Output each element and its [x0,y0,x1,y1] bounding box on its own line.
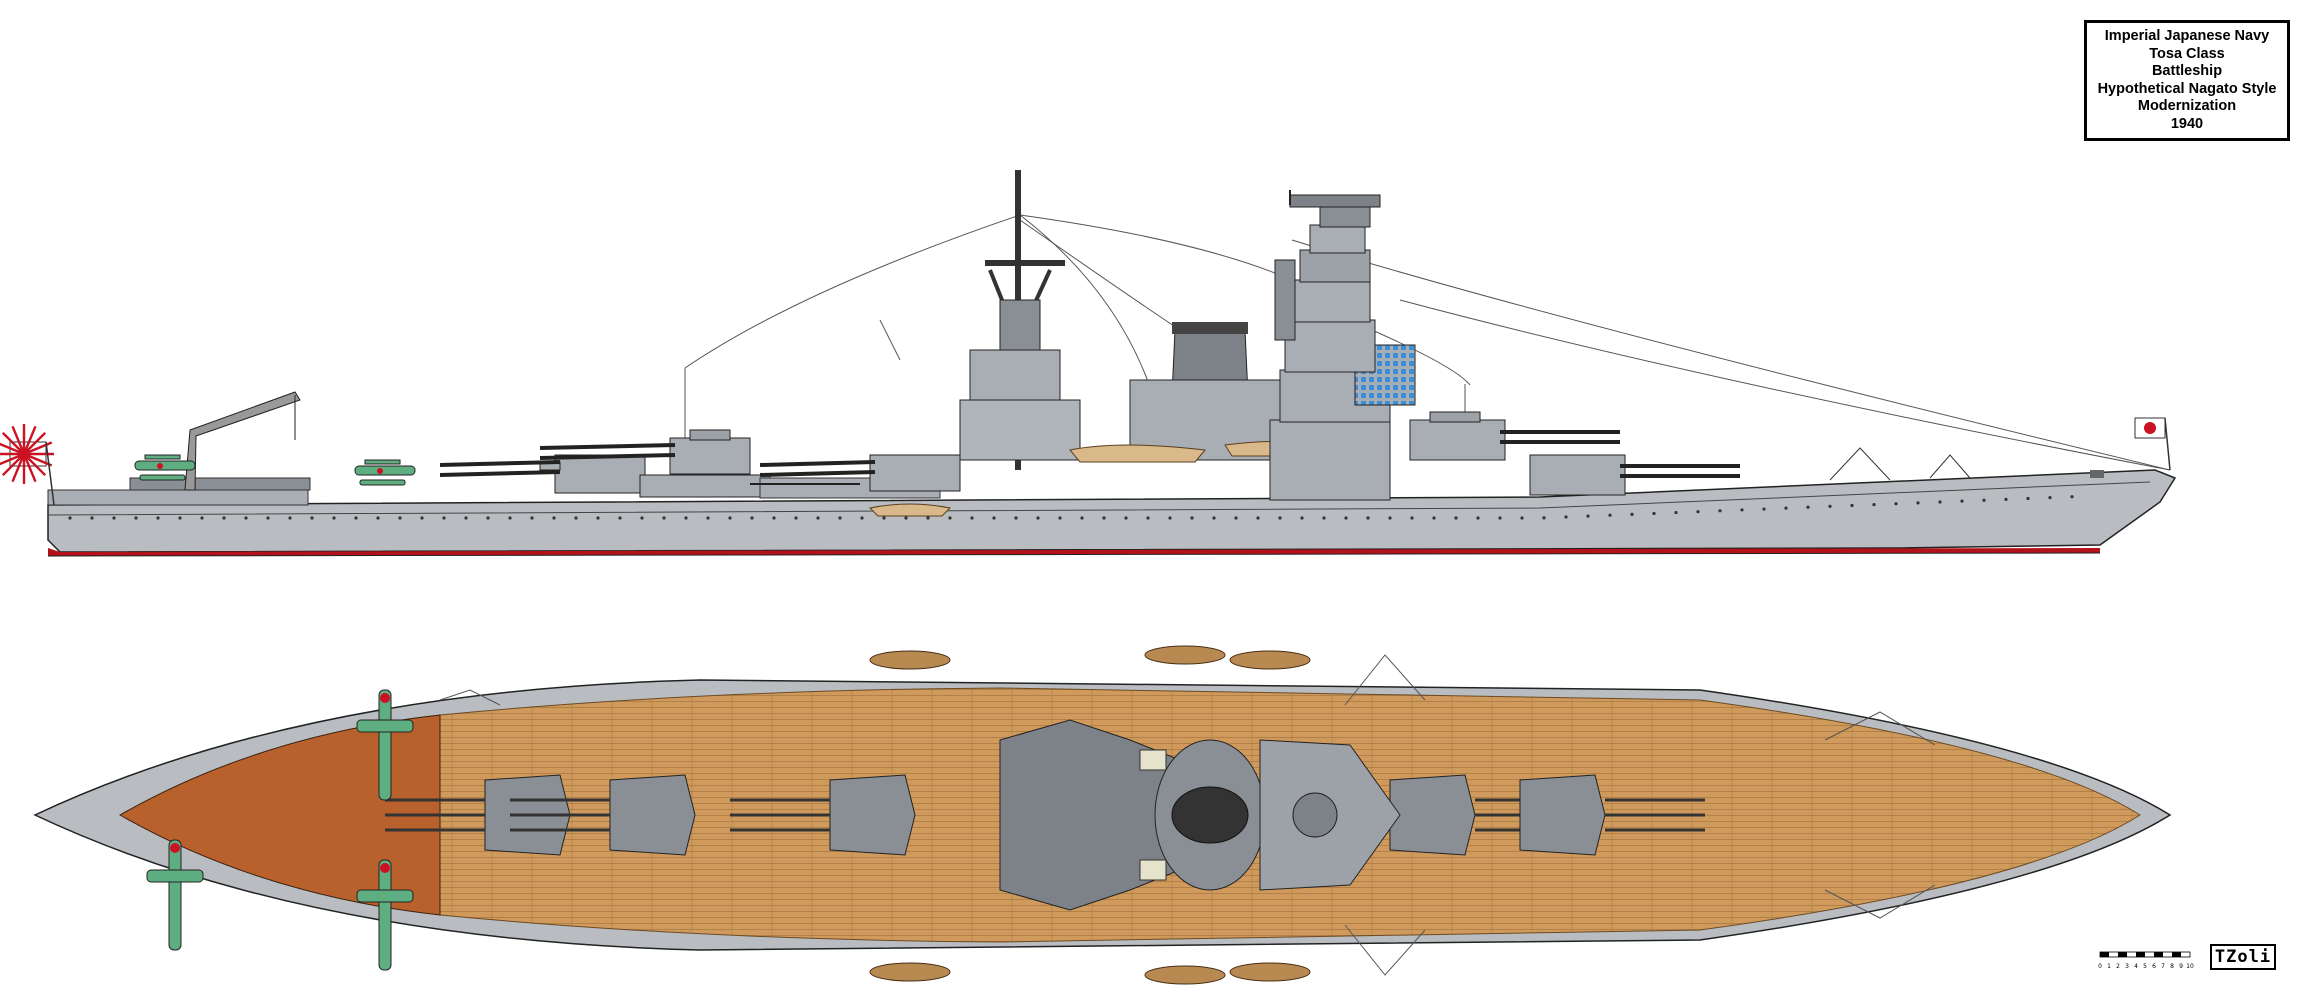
aircraft-crane [184,391,301,491]
plan-boats [869,645,1311,985]
gun-turret-icon [759,454,961,492]
title-line: 1940 [2170,115,2204,132]
gun-turret-icon [1519,774,1705,856]
scale-tick-label: 1 [2107,963,2111,970]
scale-tick-label: 8 [2170,963,2174,970]
title-line: Modernization [2137,98,2237,114]
scale-tick-label: 7 [2161,963,2165,970]
floatplane-icon [146,689,414,971]
artist-signature: TZoli [2210,944,2276,970]
hull-sheer-line [47,481,2151,516]
scale-tick-label: 2 [2116,963,2120,970]
gun-turret-icon [539,429,751,475]
rising-sun-ensign-icon [0,424,54,484]
floatplane-icon [354,459,416,486]
rigging [684,214,2171,471]
title-line: Battleship [2151,63,2223,79]
portholes [68,495,2074,520]
pagoda-bridge [1269,190,1416,501]
boot-topping [48,548,2100,556]
gun-turret-icon [439,454,646,494]
hinomaru-jack-icon [2134,417,2166,439]
scale-tick-label: 6 [2152,963,2156,970]
gun-turret-icon [510,774,696,856]
scale-tick-label: 4 [2134,963,2138,970]
title-line: Hypothetical Nagato Style [2097,80,2277,97]
gun-turret-icon [730,774,916,856]
scale-tick-label: 3 [2125,963,2129,970]
floatplane-icon [134,454,196,481]
scale-tick-label: 9 [2179,963,2183,970]
plan-superstructure [999,719,1401,911]
gun-turret-icon [1409,411,1620,461]
title-line: Imperial Japanese Navy [2104,28,2270,44]
scale-tick-label: 0 [2098,963,2102,970]
scale-tick-label: 10 [2186,963,2194,970]
title-line: Tosa Class [2149,45,2225,62]
title-block: Imperial Japanese Navy Tosa Class Battle… [2084,20,2290,141]
plan-view [33,645,2172,985]
gun-turret-icon [1529,454,1740,496]
mainmast [959,170,1081,470]
hull [47,469,2177,553]
side-profile [0,170,2177,557]
scale-tick-label: 5 [2143,963,2147,970]
